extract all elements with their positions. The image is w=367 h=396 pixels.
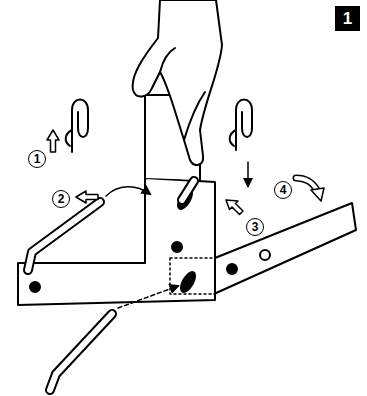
insert-path: [118, 286, 178, 308]
move-arrow: [226, 200, 243, 215]
draw-bar: [205, 203, 356, 298]
step-number: 1: [335, 6, 360, 31]
plate-slot: [178, 270, 198, 294]
callout-number: 3: [246, 218, 264, 236]
bar-hole: [30, 282, 40, 292]
pin-stub: [182, 181, 194, 200]
move-arrow: [47, 130, 59, 152]
hidden-bar-outline: [170, 258, 215, 294]
drop-arrow: [247, 162, 249, 186]
r-clip: [236, 100, 252, 151]
rotate-arrow: [311, 188, 324, 201]
rotate-arrow: [296, 178, 317, 190]
hitch-pin: [28, 202, 100, 270]
callout-number: 2: [52, 190, 70, 208]
finger-crease: [184, 92, 205, 140]
bar-hole: [260, 250, 270, 260]
bar-hole: [227, 264, 237, 274]
insert-path: [106, 187, 150, 196]
r-clip: [230, 130, 236, 146]
r-clip: [72, 100, 88, 153]
move-arrow: [76, 191, 98, 203]
pin-stub: [182, 181, 194, 200]
callout-number: 4: [274, 181, 292, 199]
hitch-pin: [50, 314, 112, 390]
finger-crease: [160, 48, 175, 72]
hitch-pin: [50, 314, 112, 390]
plate-hole: [172, 242, 182, 252]
r-clip: [66, 130, 72, 146]
rotate-arrow: [296, 178, 317, 190]
hand: [133, 0, 222, 165]
receiver-plate: [18, 178, 215, 305]
hitch-pin: [28, 202, 100, 270]
callout-number: 1: [28, 150, 46, 168]
